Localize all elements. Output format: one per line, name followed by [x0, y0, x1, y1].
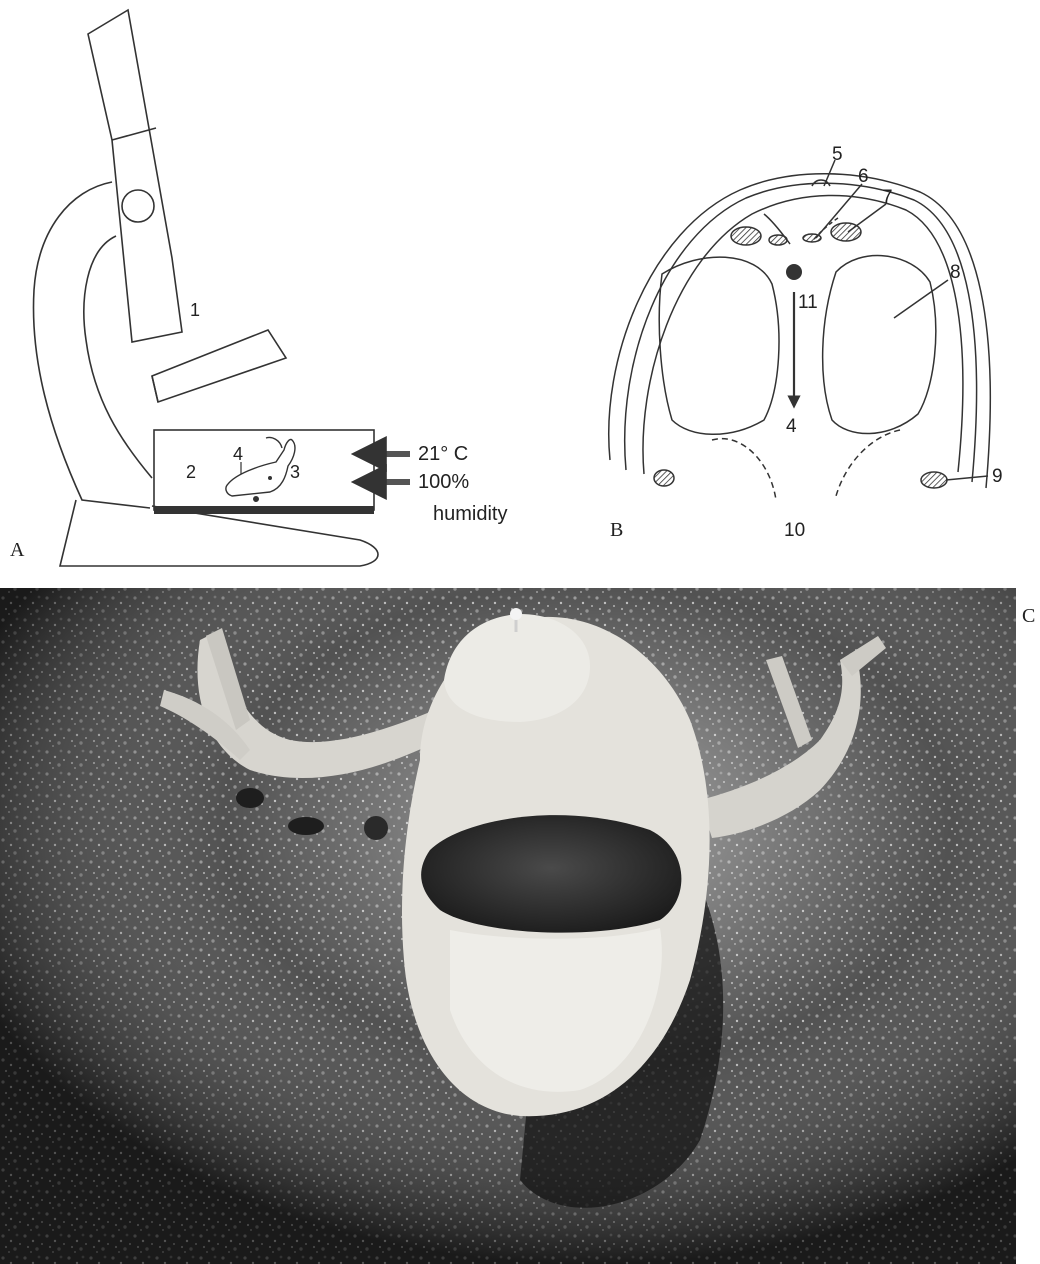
panel-a — [33, 10, 410, 566]
jaw-mark-left — [654, 470, 674, 486]
frog-open-mouth — [421, 815, 681, 932]
panel-letter-b: B — [610, 519, 623, 541]
jaw-outline-outer — [609, 174, 991, 488]
microscope-tube — [88, 10, 182, 342]
label-b-8: 8 — [950, 262, 961, 283]
vomerine-left — [769, 235, 787, 245]
panel-letter-c: C — [1022, 605, 1035, 627]
panel-b — [609, 160, 991, 500]
label-a-4: 4 — [233, 444, 243, 464]
chamber-floor — [154, 506, 374, 514]
orbit-left — [659, 257, 779, 434]
nostril-left — [731, 227, 761, 245]
jaw-mark-right — [921, 472, 947, 488]
label-b-4: 4 — [786, 416, 797, 437]
label-a-3: 3 — [290, 462, 300, 482]
label-b-6: 6 — [858, 166, 869, 187]
humidity-value-label: 100% — [418, 471, 469, 493]
jaw-outline-inner — [625, 183, 977, 482]
panel-letter-a: A — [10, 539, 25, 561]
objective — [152, 330, 286, 402]
pin-point — [786, 264, 802, 280]
temperature-label: 21° C — [418, 443, 468, 465]
label-a-1: 1 — [190, 300, 200, 320]
microscope-arm — [33, 182, 150, 508]
label-b-5: 5 — [832, 144, 843, 165]
label-a-2: 2 — [186, 462, 196, 482]
label-b-7: 7 — [882, 187, 893, 208]
panel-c-photo — [0, 588, 1016, 1264]
humidity-word-label: humidity — [433, 503, 507, 525]
orbit-right — [823, 256, 936, 434]
label-b-9: 9 — [992, 466, 1003, 487]
label-b-10: 10 — [784, 520, 805, 541]
label-b-11: 11 — [798, 292, 818, 313]
focus-knob — [122, 190, 154, 222]
